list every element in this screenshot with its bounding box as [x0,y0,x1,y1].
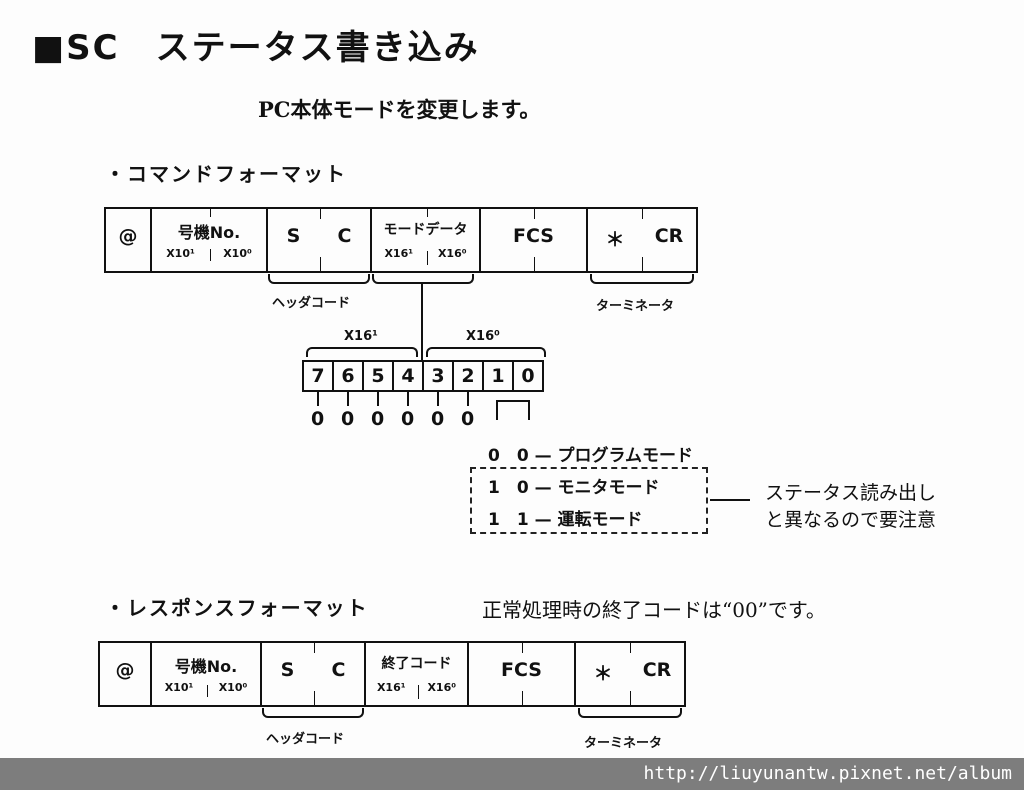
bit-value: 0 [341,408,355,430]
bit-tick [437,392,439,406]
bit-value: 0 [431,408,445,430]
bit-value: 0 [371,408,385,430]
cell-end-code: 終了コード X16¹ X16⁰ [366,643,469,705]
bit-field: 7 6 5 4 3 2 1 0 [302,360,544,392]
bit-value: 0 [311,408,325,430]
page-title: ■SC ステータス書き込み [32,28,480,68]
low-nibble-bracket [426,347,546,357]
bit-0: 0 [521,365,535,387]
mode-program: 0 0 — プログラムモード [488,446,694,466]
header-code-bracket [268,274,370,284]
x16-0: X16⁰ [437,247,467,260]
bit-tick [347,392,349,406]
cell-at: @ [106,209,152,271]
x16-1: X16¹ [376,681,406,694]
mode-monitor: 1 0 — モニタモード [488,478,660,498]
bits-1-0-bracket [496,400,530,420]
bit-4: 4 [394,362,424,390]
cell-terminator: ＊ CR [576,643,684,705]
x16-1: X16¹ [384,247,414,260]
bit-5: 5 [364,362,394,390]
mode-run: 1 1 — 運転モード [488,510,643,530]
cell-fcs: FCS [481,209,588,271]
star-text: ＊ [593,663,613,685]
header-code-label: ヘッダコード [266,732,345,747]
bit-value: 0 [461,408,475,430]
cr-text: CR [642,659,672,681]
s-text: S [280,659,295,681]
response-format-heading: ・レスポンスフォーマット [105,596,369,620]
bit-3: 3 [424,362,454,390]
end-code-text: 終了コード [381,656,452,672]
x10-1: X10¹ [166,247,195,260]
note-line [710,499,750,501]
bit-6: 6 [334,362,364,390]
cell-unit-no: 号機No. X10¹ X10⁰ [152,209,268,271]
response-frame: @ 号機No. X10¹ X10⁰ S C 終了コード X16¹ X16⁰ FC… [98,641,686,707]
bit-2: 2 [454,362,484,390]
cell-sc: S C [262,643,366,705]
cr-text: CR [654,225,684,247]
terminator-bracket [578,708,682,718]
bit-1: 1 [484,362,514,390]
bit-value: 0 [401,408,415,430]
unit-no-text: 号機No. [177,223,241,242]
header-code-bracket [262,708,364,718]
low-nibble-label: X16⁰ [466,329,500,344]
star-text: ＊ [605,229,625,251]
fcs-text: FCS [513,225,554,247]
terminator-bracket [590,274,694,284]
high-nibble-label: X16¹ [344,329,378,344]
at-text: @ [118,225,138,247]
at-text: @ [115,659,135,681]
header-code-label: ヘッダコード [272,296,351,311]
cell-at: @ [100,643,152,705]
x10-0: X10⁰ [218,681,248,694]
high-nibble-bracket [306,347,418,357]
bit-tick [377,392,379,406]
caution-line-2: と異なるので要注意 [765,509,937,531]
mode-data-text: モードデータ [383,222,468,238]
mode-data-bracket [372,274,474,284]
dashed-box [470,467,708,534]
command-frame: @ 号機No. X10¹ X10⁰ S C モードデータ X16¹ X16⁰ F… [104,207,698,273]
unit-no-text: 号機No. [174,657,238,676]
connector-line [421,284,423,360]
footer-url: http://liuyunantw.pixnet.net/album [643,763,1012,784]
fcs-text: FCS [501,659,542,681]
cell-mode-data: モードデータ X16¹ X16⁰ [372,209,481,271]
x10-0: X10⁰ [223,247,252,260]
bit-tick [407,392,409,406]
subtitle: PC本体モードを変更します。 [258,97,541,122]
c-text: C [331,659,346,681]
c-text: C [337,225,352,247]
command-format-heading: ・コマンドフォーマット [105,162,347,186]
cell-terminator: ＊ CR [588,209,696,271]
cell-sc: S C [268,209,372,271]
terminator-label: ターミネータ [584,736,663,751]
response-note: 正常処理時の終了コードは“00”です。 [482,598,826,622]
s-text: S [286,225,301,247]
bit-tick [467,392,469,406]
cell-unit-no: 号機No. X10¹ X10⁰ [152,643,262,705]
caution-line-1: ステータス読み出し [765,482,937,504]
bit-tick [317,392,319,406]
terminator-label: ターミネータ [596,299,675,314]
x10-1: X10¹ [164,681,194,694]
x16-0: X16⁰ [427,681,457,694]
bit-7: 7 [304,362,334,390]
footer-bar: http://liuyunantw.pixnet.net/album [0,758,1024,790]
cell-fcs: FCS [469,643,576,705]
